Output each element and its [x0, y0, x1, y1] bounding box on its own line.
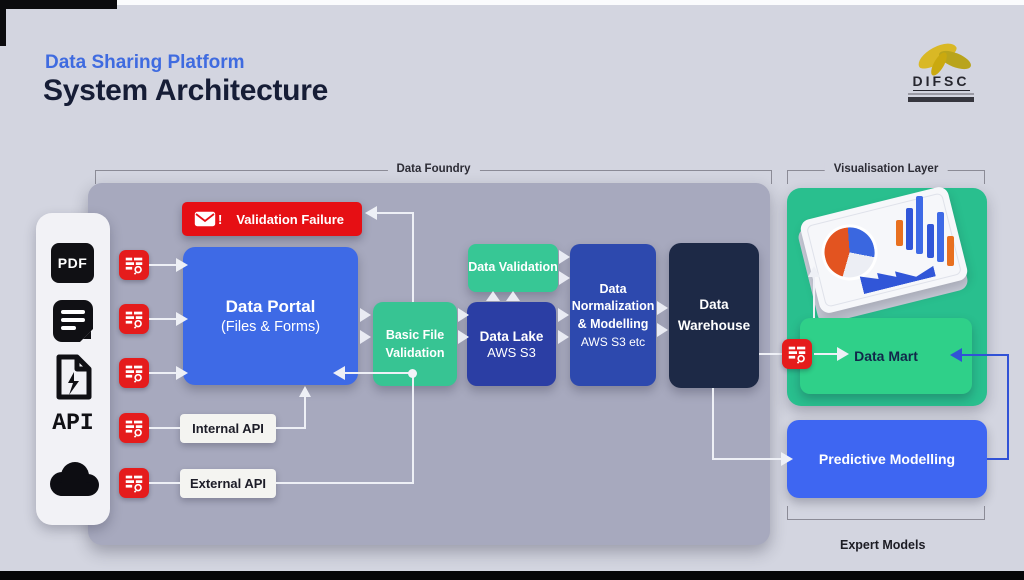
flow-chevron [657, 323, 668, 337]
visualisation-layer-bracket: Visualisation Layer [787, 163, 985, 184]
arrow-into-portal [176, 312, 188, 326]
file-lightning-icon [56, 354, 92, 400]
data-lake-subtitle: AWS S3 [487, 344, 536, 360]
connector [344, 372, 410, 374]
arrow-into-portal-bottom [299, 386, 311, 397]
flow-chevron [458, 308, 469, 322]
connector [149, 482, 180, 484]
validation-failure-banner: ! Validation Failure [182, 202, 362, 236]
logo-tagline-strip [908, 97, 974, 102]
bar-chart-illustration [947, 236, 954, 266]
bar-chart-illustration [937, 212, 944, 262]
external-api-node: External API [180, 469, 276, 498]
flow-chevron [559, 271, 570, 285]
connector [412, 213, 414, 302]
pdf-file-icon: PDF [51, 243, 94, 283]
alert-bang: ! [218, 211, 223, 227]
connector [276, 427, 306, 429]
flow-chevron [558, 308, 569, 322]
form-transfer-icon [782, 339, 812, 369]
data-lake-title: Data Lake [479, 328, 544, 344]
data-foundry-label: Data Foundry [387, 163, 480, 175]
top-strip [0, 0, 1024, 5]
connector [276, 482, 414, 484]
data-lake-node: Data Lake AWS S3 [467, 302, 556, 386]
bar-chart-illustration [906, 208, 913, 250]
data-normalization-node: Data Normalization & Modelling AWS S3 et… [570, 244, 656, 386]
form-transfer-icon [119, 413, 149, 443]
slide-title: System Architecture [43, 74, 328, 107]
pdf-label: PDF [57, 255, 88, 271]
flow-chevron [558, 330, 569, 344]
api-source-label: API [52, 410, 94, 436]
flow-chevron [458, 330, 469, 344]
arrow-into-failure-banner [365, 206, 377, 220]
blue-connector [962, 354, 1009, 356]
arrow-into-data-mart [837, 347, 849, 361]
data-validation-node: Data Validation [468, 244, 558, 292]
slide-kicker: Data Sharing Platform [45, 52, 245, 73]
data-mart-node: Data Mart [800, 318, 972, 394]
connector [149, 372, 177, 374]
data-portal-subtitle: (Files & Forms) [220, 319, 321, 335]
logo-text: DIFSC [912, 73, 970, 91]
visualisation-layer-label: Visualisation Layer [824, 163, 948, 175]
connector [149, 427, 180, 429]
data-normalization-subtitle: AWS S3 etc [580, 335, 646, 350]
data-foundry-bracket: Data Foundry [95, 163, 772, 184]
validation-failure-label: Validation Failure [236, 211, 344, 227]
connector [712, 458, 782, 460]
flow-chevron [360, 308, 371, 322]
flow-chevron [360, 330, 371, 344]
internal-api-node: Internal API [180, 414, 276, 443]
connector [149, 264, 177, 266]
expert-models-bracket [787, 506, 985, 520]
bar-chart-illustration [927, 224, 934, 258]
connector [813, 276, 815, 318]
connector [712, 388, 714, 460]
top-left-black-bar [0, 0, 117, 9]
form-transfer-icon [119, 358, 149, 388]
flow-chevron-up [486, 291, 500, 301]
blue-arrow-into-data-mart [950, 348, 962, 362]
left-black-sliver [0, 0, 6, 46]
connector [377, 212, 414, 214]
data-portal-title: Data Portal [225, 297, 316, 316]
connector [814, 353, 838, 355]
predictive-modelling-node: Predictive Modelling [787, 420, 987, 498]
flow-chevron [657, 301, 668, 315]
form-transfer-icon [119, 250, 149, 280]
arrow-into-portal [176, 258, 188, 272]
logo-tagline-strip [908, 93, 974, 95]
connector [304, 396, 306, 429]
document-icon [53, 300, 94, 342]
cloud-icon [50, 462, 99, 496]
arrow-up-to-dashboard [808, 266, 820, 277]
connector [149, 318, 177, 320]
bar-chart-illustration [896, 220, 903, 246]
flow-chevron-up [506, 291, 520, 301]
arrow-into-portal [176, 366, 188, 380]
bar-chart-illustration [916, 196, 923, 254]
flow-chevron [559, 250, 570, 264]
form-transfer-icon [119, 468, 149, 498]
data-normalization-title: Data Normalization & Modelling [571, 281, 655, 331]
connector [412, 376, 414, 484]
difsc-logo: DIFSC [898, 38, 984, 102]
blue-connector [1007, 355, 1009, 460]
data-warehouse-node: Data Warehouse [669, 243, 759, 388]
envelope-icon [194, 211, 216, 227]
expert-models-label: Expert Models [840, 538, 926, 552]
arrow-back-into-portal [333, 366, 345, 380]
blue-connector [987, 458, 1009, 460]
arrow-into-predictive [781, 452, 793, 466]
form-transfer-icon [119, 304, 149, 334]
data-portal-node: Data Portal (Files & Forms) [183, 247, 358, 385]
bottom-black-bar [0, 571, 1024, 580]
junction-dot [408, 369, 417, 378]
connector [759, 353, 785, 355]
